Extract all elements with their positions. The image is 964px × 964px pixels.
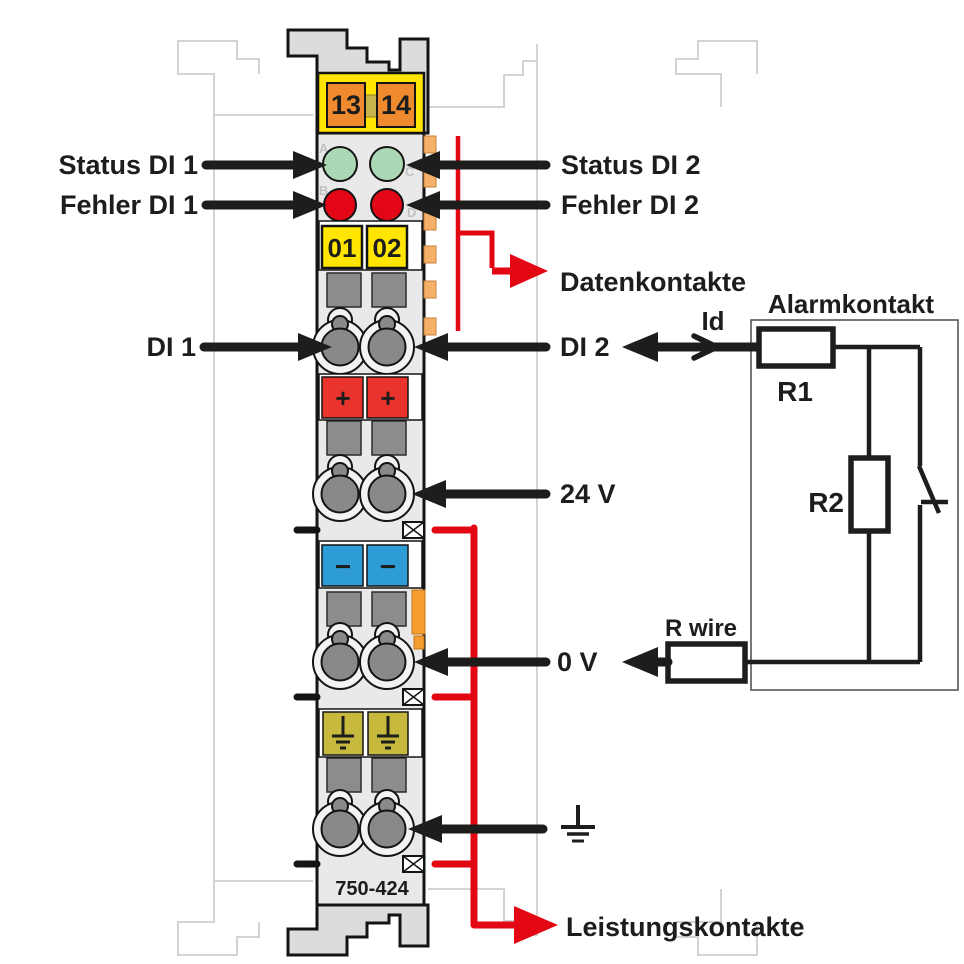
left-ghost-bottom (177, 880, 313, 956)
resistor-rwire (665, 641, 748, 684)
arrow-di2 (414, 333, 551, 361)
power-jumper-contact-13 (326, 82, 366, 128)
resistor-r1 (756, 326, 836, 369)
channel-number-01: 01 (328, 233, 357, 263)
leistungskontakte-arrowhead (514, 906, 558, 944)
earth-symbol (561, 805, 595, 843)
arrow-status-di2 (406, 151, 551, 179)
arrow-status-di1 (201, 151, 327, 179)
arrow-fehler-di1 (201, 191, 327, 219)
resistor-r1-label: R1 (777, 376, 813, 407)
label-fehler-di2: Fehler DI 2 (561, 190, 699, 220)
led-letter-a: A (319, 141, 329, 156)
release-latch (411, 589, 426, 650)
plus-sign-1: + (335, 383, 350, 413)
clamp-openings (326, 272, 407, 793)
far-right-ghost-bottom (675, 889, 758, 956)
label-fehler-di1: Fehler DI 1 (60, 190, 198, 220)
right-ghost-top (428, 44, 538, 108)
arrow-fehler-di2 (406, 191, 551, 219)
plus-terminal-1 (321, 376, 364, 419)
error-led-1 (323, 188, 357, 222)
status-led-1 (322, 146, 358, 182)
error-led-2 (370, 188, 404, 222)
wire-terminals (312, 307, 415, 857)
wire-terminal-row-earth (312, 789, 415, 857)
channel-number-02: 02 (373, 233, 402, 263)
wire-terminal-row-0v (312, 622, 415, 690)
label-leistungskontakte: Leistungskontakte (566, 912, 805, 942)
led-letter-b: B (319, 183, 328, 198)
led-letter-d: D (407, 205, 416, 220)
minus-sign-1: − (335, 551, 351, 582)
arrow-di1 (199, 333, 332, 361)
status-led-2 (369, 146, 405, 182)
datenkontakte-branch (458, 230, 495, 268)
module-bottom-latch (286, 903, 430, 957)
resistor-r2 (848, 455, 891, 534)
leistungskontakte-callout (431, 524, 558, 944)
label-24v: 24 V (560, 479, 616, 509)
plus-terminal-2 (366, 376, 409, 419)
far-right-ghost-top (675, 40, 758, 107)
circuit-wires (745, 344, 923, 665)
label-status-di1: Status DI 1 (58, 150, 198, 180)
label-di2: DI 2 (560, 332, 610, 362)
current-direction-chevron (691, 333, 724, 361)
leistungskontakte-line (431, 524, 518, 929)
jumper-number-13: 13 (331, 90, 361, 120)
earth-terminal-symbols (332, 716, 399, 750)
module-model: 750-424 (335, 878, 409, 900)
current-label: Id (701, 306, 724, 336)
arrow-0v (414, 648, 551, 676)
minus-terminal-1 (321, 544, 364, 587)
arrow-id (622, 332, 763, 362)
datenkontakte-arrowhead (510, 254, 548, 288)
jumper-number-14: 14 (381, 90, 411, 120)
alarmkontakt-box (750, 319, 959, 691)
arrow-earth (408, 815, 548, 843)
power-contact-tabs-left (293, 526, 321, 868)
io-module: 13 14 A B C D 01 02 (286, 28, 437, 957)
channel-marker-01 (320, 224, 364, 270)
minus-sign-2: − (380, 551, 396, 582)
minus-terminal-2 (366, 544, 409, 587)
led-letter-c: C (405, 164, 415, 179)
arrow-24v (412, 480, 551, 508)
alarmkontakt-circuit: Alarmkontakt Id R1 R2 R wire (622, 289, 959, 691)
power-contacts-right (402, 521, 425, 873)
plus-sign-2: + (380, 383, 395, 413)
label-status-di2: Status DI 2 (561, 150, 701, 180)
arrow-rwire (622, 647, 673, 677)
switch-contact (916, 465, 948, 514)
wire-terminal-row-di (312, 307, 415, 375)
left-ghost-top (177, 40, 313, 116)
label-datenkontakte: Datenkontakte (560, 267, 746, 297)
resistor-rwire-label: R wire (665, 615, 737, 642)
power-jumper-contact-14 (376, 82, 416, 128)
label-di1: DI 1 (146, 332, 196, 362)
jumper-divider (364, 94, 378, 118)
alarmkontakt-title: Alarmkontakt (768, 289, 934, 319)
resistor-r2-label: R2 (808, 487, 844, 518)
channel-marker-02 (365, 224, 409, 270)
label-0v: 0 V (557, 647, 598, 677)
